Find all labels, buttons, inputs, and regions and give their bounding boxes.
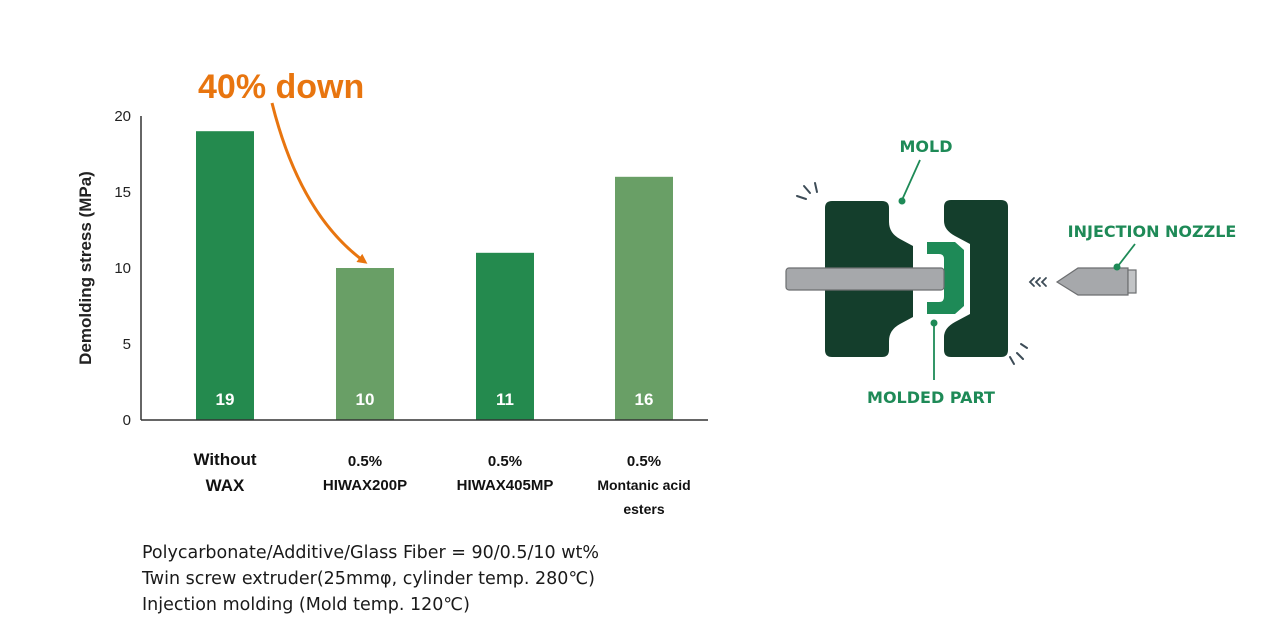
- bar-1: [196, 131, 254, 420]
- note-line-3: Injection molding (Mold temp. 120℃): [142, 595, 470, 615]
- bar-value-label-3: 11: [496, 390, 514, 409]
- bar-value-labels: 19 10 11 16: [216, 390, 654, 409]
- motion-marks-top: [796, 182, 818, 200]
- bar-4: [615, 176, 673, 420]
- nozzle-leader-dot: [1113, 263, 1121, 271]
- mold-leader-dot: [898, 197, 906, 205]
- x-category-label-2: HIWAX200P: [323, 477, 407, 494]
- annotation-40-down: 40% down: [198, 68, 364, 106]
- annotation-arrow: [270, 102, 368, 264]
- y-ticks: 0 5 10 15 20: [114, 108, 131, 429]
- x-category-label-4: Montanic acid: [597, 477, 690, 493]
- nozzle-leader-line: [1117, 243, 1136, 267]
- y-axis-label: Demolding stress (MPa): [76, 171, 95, 365]
- mold-leader-line: [901, 159, 921, 201]
- bars: [196, 131, 673, 420]
- y-tick-label: 15: [114, 184, 131, 201]
- ejector-rod: [785, 267, 945, 291]
- y-tick-label: 0: [123, 412, 131, 429]
- x-category-label-3: HIWAX405MP: [457, 477, 554, 494]
- y-tick-label: 20: [114, 108, 131, 125]
- x-category-label-1: WAX: [206, 476, 245, 495]
- mold-diagram: MOLD MOLDED PART INJECTION NOZZLE: [785, 137, 1237, 407]
- note-line-1: Polycarbonate/Additive/Glass Fiber = 90/…: [142, 543, 600, 563]
- motion-chevrons: [1028, 277, 1047, 287]
- molded-part-label: MOLDED PART: [867, 388, 995, 407]
- x-category-label-4: esters: [623, 501, 664, 517]
- bar-value-label-1: 19: [216, 390, 235, 409]
- y-tick-label: 10: [114, 260, 131, 277]
- mold-label: MOLD: [900, 137, 953, 156]
- bar-2: [336, 268, 394, 420]
- x-category-label-2: 0.5%: [348, 453, 382, 470]
- bar-value-label-2: 10: [356, 390, 375, 409]
- y-tick-label: 5: [123, 336, 131, 353]
- bar-3: [476, 252, 534, 420]
- x-category-label-1: Without: [193, 450, 256, 469]
- motion-marks-bottom: [1009, 343, 1028, 365]
- molded-part: [927, 242, 964, 314]
- x-category-label-3: 0.5%: [488, 453, 522, 470]
- experiment-notes: Polycarbonate/Additive/Glass Fiber = 90/…: [142, 540, 599, 618]
- injection-nozzle-label: INJECTION NOZZLE: [1068, 222, 1237, 241]
- note-line-2: Twin screw extruder(25mmφ, cylinder temp…: [142, 569, 595, 589]
- injection-nozzle: [1055, 267, 1129, 296]
- bar-value-label-4: 16: [635, 390, 654, 409]
- molded-part-leader-dot: [930, 319, 938, 327]
- nozzle-end: [1127, 269, 1137, 294]
- mold-right: [944, 200, 1008, 357]
- x-category-label-4: 0.5%: [627, 453, 661, 470]
